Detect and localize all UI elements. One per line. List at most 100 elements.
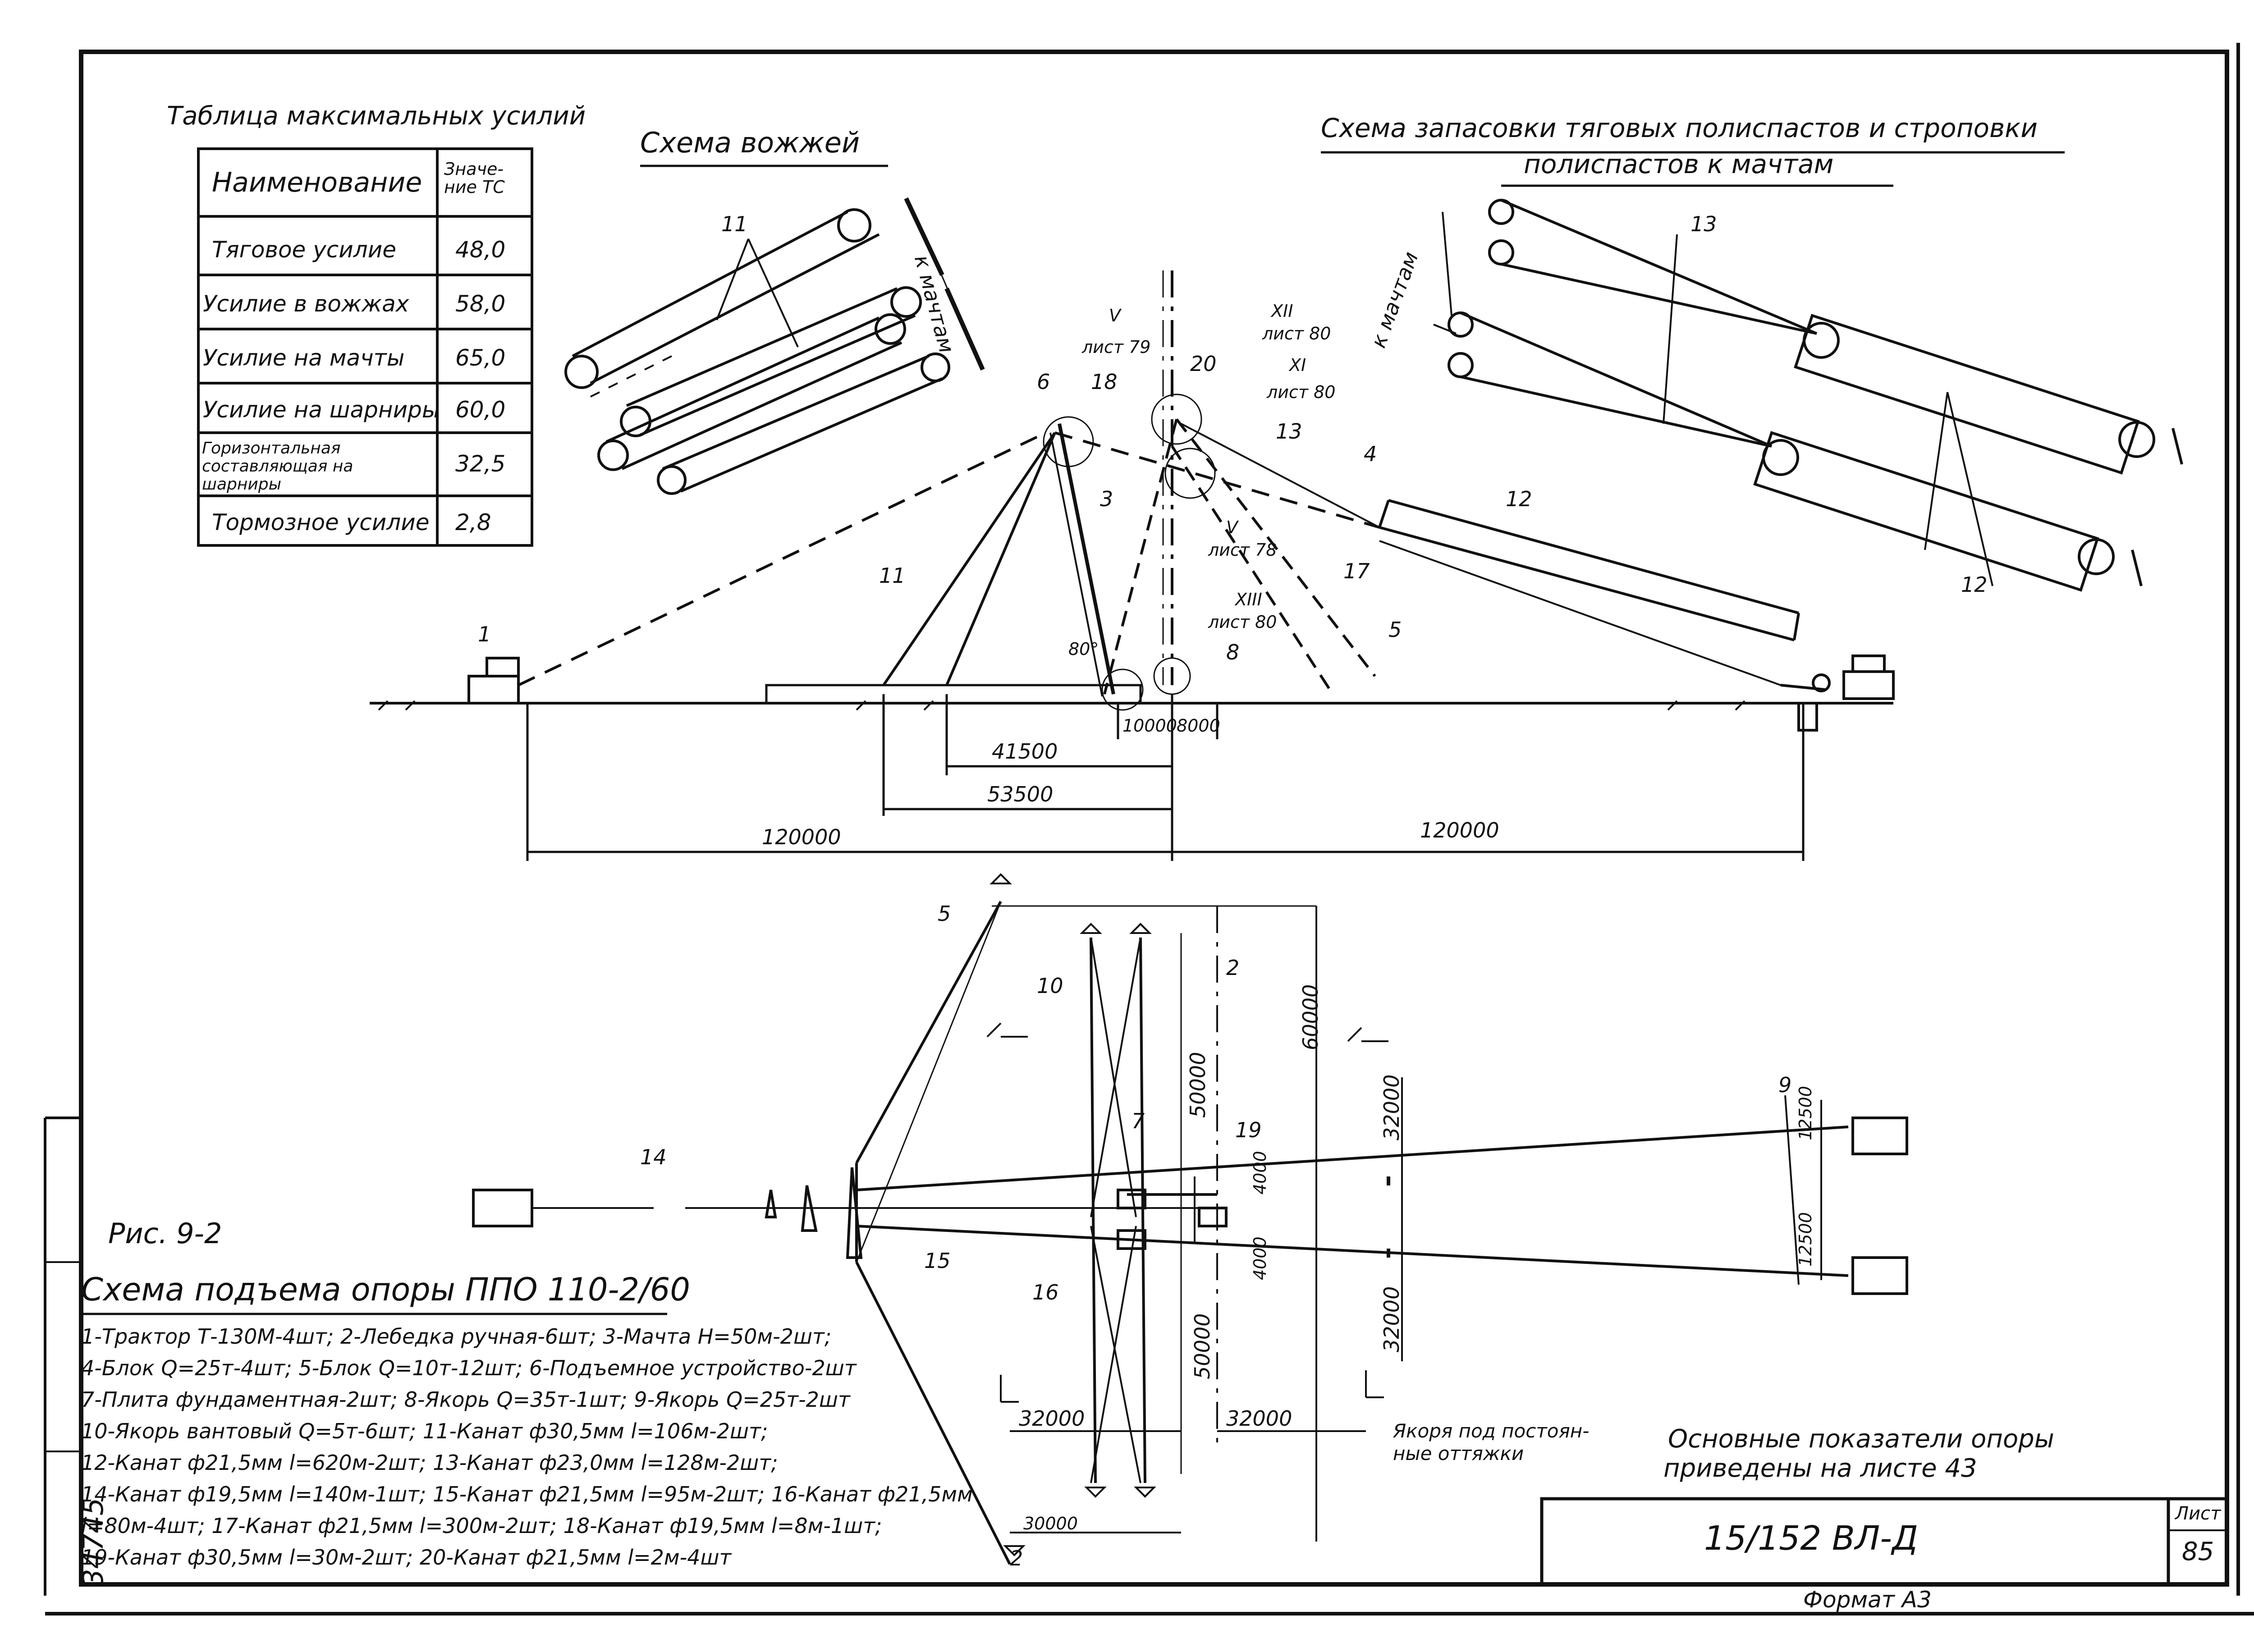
detail-ref-sheet: лист 80 [1262,324,1331,343]
callout-5: 5 [1388,618,1402,642]
callout-15: 15 [924,1249,951,1273]
polyspast-scheme-title-2: полиспастов к мачтам [1524,149,1834,179]
dim-label: 32000 [1379,1074,1404,1140]
callout-13: 13 [1276,419,1302,444]
detail-ref-numeral: V [1109,306,1121,325]
callout-14: 14 [640,1145,667,1169]
dim-label: 60000 [1298,984,1323,1050]
callout-18: 18 [1091,370,1118,394]
dim-label: 50000 [1190,1313,1214,1379]
table-row-value: 2,8 [455,509,491,535]
figure-caption: Рис. 9-2 [108,1217,222,1250]
callout-9: 9 [1778,1073,1792,1097]
callout-3: 3 [1100,487,1113,511]
dim-label: 8000 [1177,716,1220,736]
dim-label: 32000 [1379,1286,1404,1352]
table-row-name: Усилие на мачты [203,345,405,371]
dim-label: 50000 [1186,1052,1210,1118]
reins-scheme-title: Схема вожжей [640,126,860,159]
callout-17: 17 [1343,559,1370,583]
legend-line: l=80м-4шт; 17-Канат ф21,5мм l=300м-2шт; … [81,1514,882,1538]
detail-ref-numeral: XII [1271,301,1293,321]
table-row-value: 60,0 [455,397,506,423]
legend-line: 7-Плита фундаментная-2шт; 8-Якорь Q=35т-… [81,1387,850,1412]
dim-label: 10000 [1122,716,1177,736]
table-row-value: 48,0 [455,237,506,263]
callout-12: 12 [1506,487,1532,511]
table-row-name: Тормозное усилие [212,509,430,535]
dim-label: 4000 [1250,1236,1270,1280]
table-row-name: Тяговое усилие [212,237,396,263]
legend-line: 10-Якорь вантовый Q=5т-6шт; 11-Канат ф30… [81,1419,768,1443]
dim-label: 4000 [1250,1151,1270,1194]
dim-label: 12500 [1796,1212,1815,1267]
title-block [1540,1497,2229,1586]
detail-ref-sheet: лист 80 [1267,382,1336,402]
elevation-dimensions [526,694,1805,861]
callout-2: 2 [1226,956,1240,980]
dim-label: 120000 [1420,818,1499,842]
legend-line: 12-Канат ф21,5мм l=620м-2шт; 13-Канат ф2… [81,1451,778,1475]
drawing-frame [44,43,2254,1615]
polyspast-scheme-title-1: Схема запасовки тяговых полиспастов и ст… [1321,113,2038,143]
callout-13: 13 [1690,212,1717,236]
callout-6: 6 [1037,370,1050,394]
dim-label: 12500 [1796,1086,1815,1140]
callout-19: 19 [1235,1118,1262,1142]
anchor-note-line2: ные оттяжки [1393,1442,1524,1464]
table-row-name: Горизонтальная составляющая на шарниры [202,439,353,494]
callout-5: 5 [938,902,951,926]
dim-label: 32000 [1226,1406,1292,1431]
detail-ref-numeral: V [1226,517,1238,537]
forces-table-title: Таблица максимальных усилий [167,101,586,131]
elevation-view [370,270,1895,732]
dim-label: 32000 [1019,1406,1085,1431]
table-row-value: 58,0 [455,291,506,317]
dim-label: 53500 [987,782,1054,806]
angle-label: 80° [1068,639,1099,659]
table-row-value: 32,5 [455,451,506,477]
callout-8: 8 [1226,640,1240,664]
legend-line: 1-Трактор Т-130М-4шт; 2-Лебедка ручная-6… [81,1324,832,1349]
legend-line: 19-Канат ф30,5мм l=30м-2шт; 20-Канат ф21… [81,1545,732,1570]
callout-12: 12 [1961,572,1988,597]
dim-label: 41500 [992,739,1058,764]
figure-title: Схема подъема опоры ППО 110-2/60 [81,1271,690,1308]
detail-ref-sheet: лист 78 [1208,540,1277,560]
callout-7: 7 [1132,1109,1145,1133]
table-row-name: Усилие в вожжах [203,291,409,317]
dim-label: 30000 [1023,1514,1078,1533]
table-row-name: Усилие на шарниры [203,397,440,423]
side-number: 34745 [77,1497,110,1587]
detail-ref-numeral: XI [1289,355,1306,375]
sheet-label: Лист [2175,1503,2221,1524]
detail-ref-numeral: XIII [1235,590,1262,609]
reins-scheme [564,197,985,495]
callout-4: 4 [1364,442,1377,466]
callout-20: 20 [1190,352,1217,376]
drawing-code: 15/152 ВЛ-Д [1704,1519,1918,1558]
main-note-line1: Основные показатели опоры [1668,1424,2054,1454]
legend-line: 4-Блок Q=25т-4шт; 5-Блок Q=10т-12шт; 6-П… [81,1356,857,1380]
sheet-number: 85 [2182,1537,2214,1566]
table-header-value: Значе-ние ТС [444,159,505,197]
table-header-name: Наименование [212,167,422,198]
legend: 1-Трактор Т-130М-4шт; 2-Лебедка ручная-6… [81,1321,973,1573]
anchor-note-line1: Якоря под постоян- [1393,1420,1590,1442]
callout-11: 11 [721,212,748,236]
callout-2: 2 [1010,1546,1023,1570]
callout-1: 1 [478,622,491,646]
callout-16: 16 [1032,1280,1059,1304]
callout-10: 10 [1037,974,1063,998]
legend-line: 14-Канат ф19,5мм l=140м-1шт; 15-Канат ф2… [81,1482,973,1506]
detail-ref-sheet: лист 79 [1082,337,1151,357]
heading-underlines [81,151,2065,1315]
dim-label: 120000 [762,825,841,849]
main-note-line2: приведены на листе 43 [1663,1454,1977,1483]
detail-ref-sheet: лист 80 [1208,612,1277,632]
polyspast-scheme [1433,199,2183,592]
table-row-value: 65,0 [455,345,506,371]
callout-11: 11 [879,563,906,588]
